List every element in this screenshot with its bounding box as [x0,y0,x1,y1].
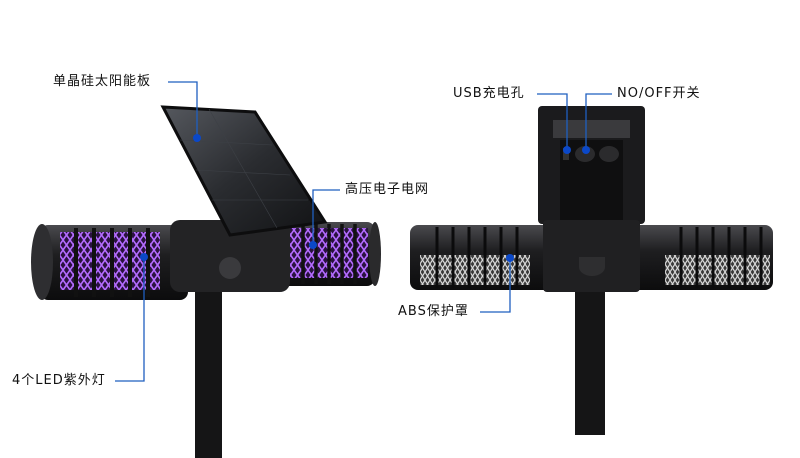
callout-dot-led [140,253,148,261]
left-end-cap [31,224,53,300]
callout-dots [140,134,590,262]
callout-dot-switch [582,146,590,154]
solar-panel [160,105,328,237]
callout-electric-grid: 高压电子电网 [345,182,430,197]
callout-dot-usb [563,146,571,154]
callout-abs-cover: ABS保护罩 [398,304,469,319]
left-lamp [31,105,381,458]
right-lamp [410,106,773,435]
callout-power-switch: NO/OFF开关 [617,86,701,101]
right-pole [575,285,605,435]
callout-dot-abs [506,254,514,262]
callout-dot-grid [309,241,317,249]
callout-uv-leds: 4个LED紫外灯 [12,373,106,388]
callout-usb-port: USB充电孔 [453,86,525,101]
left-pole [195,285,222,458]
callout-dot-solar [193,134,201,142]
callout-solar-panel: 单晶硅太阳能板 [53,74,152,89]
callout-lines [115,81,612,382]
left-hub-button [219,257,241,279]
back-hub [543,220,640,292]
left-hub [170,220,290,292]
